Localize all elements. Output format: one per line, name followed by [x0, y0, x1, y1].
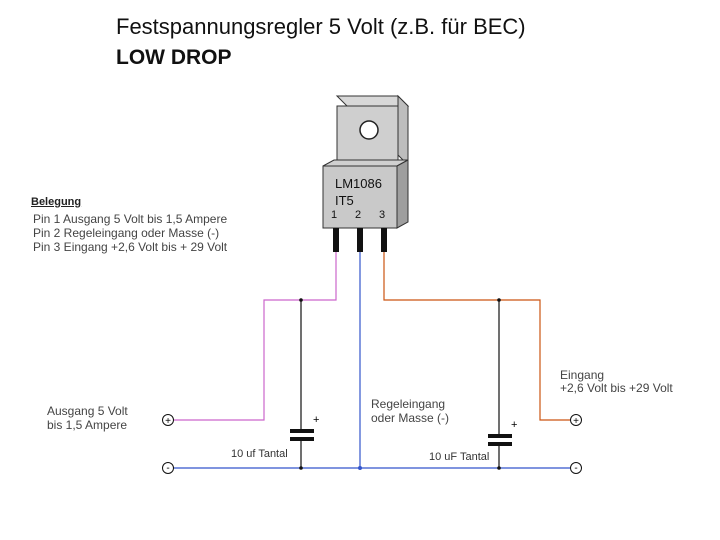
pin-1-wire — [174, 252, 337, 421]
regulator-face — [322, 165, 398, 229]
svg-text:+: + — [573, 416, 579, 427]
output-plus-terminal: + — [162, 414, 174, 427]
regulator-tab — [335, 94, 410, 167]
chip-name-line1: LM1086 — [335, 176, 382, 191]
diagram-subtitle: LOW DROP — [116, 46, 232, 69]
svg-text:+: + — [165, 416, 171, 427]
chip-pin-number-2: 2 — [355, 209, 362, 221]
regulator-body — [322, 159, 409, 229]
input-label-line2: +2,6 Volt bis +29 Volt — [560, 381, 673, 395]
output-minus-terminal: - — [162, 462, 174, 474]
ground-label-line1: Regeleingang — [371, 397, 446, 411]
left-cap-plus-mark: + — [313, 414, 319, 426]
mounting-hole — [359, 120, 379, 140]
legend-heading: Belegung — [31, 196, 82, 208]
pin-3-wire — [383, 252, 570, 421]
legend-pin-1: Pin 1 Ausgang 5 Volt bis 1,5 Ampere — [33, 212, 228, 226]
legend-pin-2: Pin 2 Regeleingang oder Masse (-) — [33, 226, 220, 240]
left-cap-label: 10 uf Tantal — [231, 448, 288, 460]
legend-pin-3: Pin 3 Eingang +2,6 Volt bis + 29 Volt — [33, 240, 228, 254]
output-label-line2: bis 1,5 Ampere — [47, 418, 128, 432]
pin-1-leg — [333, 228, 339, 252]
right-capacitor — [488, 298, 512, 470]
right-cap-label: 10 uF Tantal — [429, 451, 490, 463]
left-capacitor — [290, 298, 314, 470]
diagram-title: Festspannungsregler 5 Volt (z.B. für BEC… — [116, 14, 526, 39]
input-minus-terminal: - — [570, 462, 582, 474]
chip-pin-number-1: 1 — [331, 209, 338, 221]
right-cap-plus-mark: + — [511, 419, 517, 431]
svg-text:-: - — [574, 463, 577, 474]
input-plus-terminal: + — [570, 414, 582, 427]
chip-name-line2: IT5 — [335, 193, 354, 208]
pin-3-leg — [381, 228, 387, 252]
pin-2-leg — [357, 228, 363, 252]
chip-pin-number-3: 3 — [379, 209, 386, 221]
output-label-line1: Ausgang 5 Volt — [47, 404, 128, 418]
input-label-line1: Eingang — [560, 368, 605, 382]
ground-label-line2: oder Masse (-) — [371, 411, 450, 425]
ground-junction — [358, 466, 362, 470]
svg-text:-: - — [166, 463, 169, 474]
